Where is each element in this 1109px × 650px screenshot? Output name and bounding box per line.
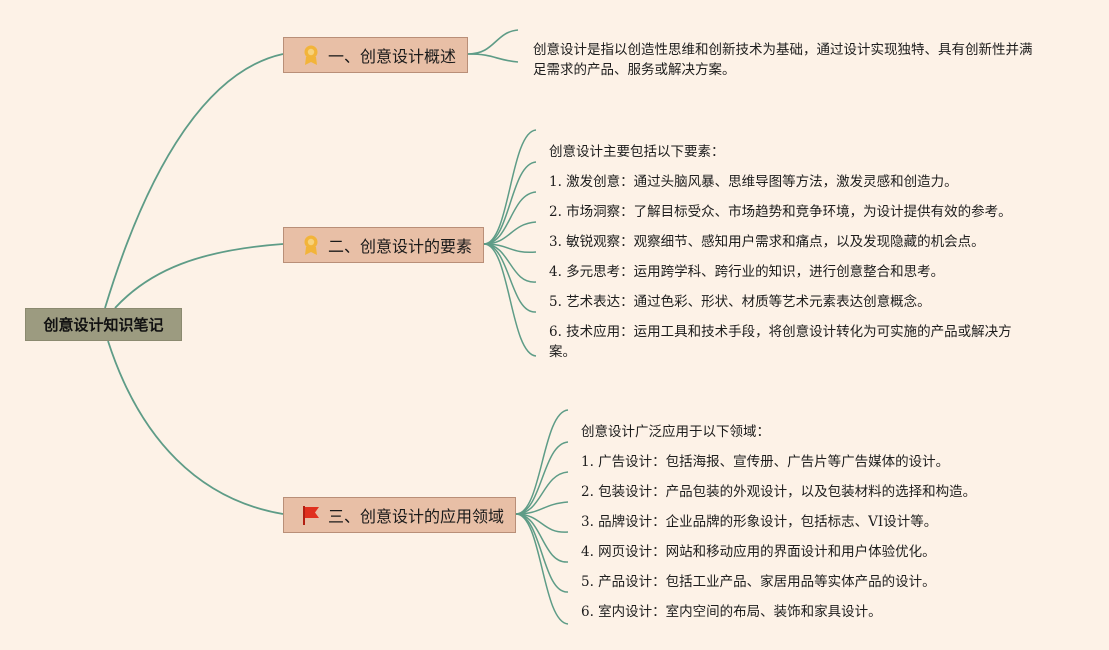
connectors-branch-3 [515, 409, 569, 625]
leaf-text: 创意设计广泛应用于以下领域： [581, 424, 770, 440]
branch-node-overview[interactable]: 一、创意设计概述 [283, 37, 468, 73]
leaf-text: 3. 敏锐观察：观察细节、感知用户需求和痛点，以及发现隐藏的机会点。 [549, 234, 985, 250]
leaf-text: 6. 技术应用：运用工具和技术手段，将创意设计转化为可实施的产品或解决方案。 [549, 324, 1012, 360]
branch-label: 二、创意设计的要素 [328, 237, 473, 256]
leaf-text: 2. 包装设计：产品包装的外观设计，以及包装材料的选择和构造。 [581, 484, 977, 500]
medal-icon [300, 234, 322, 256]
leaf-text: 1. 激发创意：通过头脑风暴、思维导图等方法，激发灵感和创造力。 [549, 174, 958, 190]
leaf-text: 3. 品牌设计：企业品牌的形象设计，包括标志、VI设计等。 [581, 514, 938, 530]
leaf-text: 4. 多元思考：运用跨学科、跨行业的知识，进行创意整合和思考。 [549, 264, 945, 280]
branch-label: 三、创意设计的应用领域 [328, 507, 505, 526]
leaf-overview-text: 创意设计是指以创造性思维和创新技术为基础，通过设计实现独特、具有创新性并满足需求… [533, 42, 1033, 78]
leaf-text: 1. 广告设计：包括海报、宣传册、广告片等广告媒体的设计。 [581, 454, 950, 470]
leaf-text: 2. 市场洞察：了解目标受众、市场趋势和竞争环境，为设计提供有效的参考。 [549, 204, 1012, 220]
leaf-text: 4. 网页设计：网站和移动应用的界面设计和用户体验优化。 [581, 544, 936, 560]
red-flag-icon [300, 504, 322, 526]
medal-icon [300, 44, 322, 66]
connector-b1-leaf-lower [467, 53, 519, 63]
leaf-text: 5. 艺术表达：通过色彩、形状、材质等艺术元素表达创意概念。 [549, 294, 931, 310]
connector-root-branch-3 [107, 340, 284, 515]
connector-b1-leaf [467, 29, 519, 55]
root-label: 创意设计知识笔记 [43, 316, 164, 334]
branch-node-applications[interactable]: 三、创意设计的应用领域 [283, 497, 516, 533]
leaf-text: 6. 室内设计：室内空间的布局、装饰和家具设计。 [581, 604, 882, 620]
leaf-text: 创意设计主要包括以下要素： [549, 144, 725, 160]
connectors-branch-2 [483, 129, 537, 357]
branch-node-elements[interactable]: 二、创意设计的要素 [283, 227, 484, 263]
connector-root-branch-1 [104, 53, 284, 309]
branch-label: 一、创意设计概述 [328, 47, 457, 66]
leaf-text: 5. 产品设计：包括工业产品、家居用品等实体产品的设计。 [581, 574, 936, 590]
connector-root-branch-2 [114, 243, 284, 309]
root-node[interactable]: 创意设计知识笔记 [25, 308, 182, 341]
